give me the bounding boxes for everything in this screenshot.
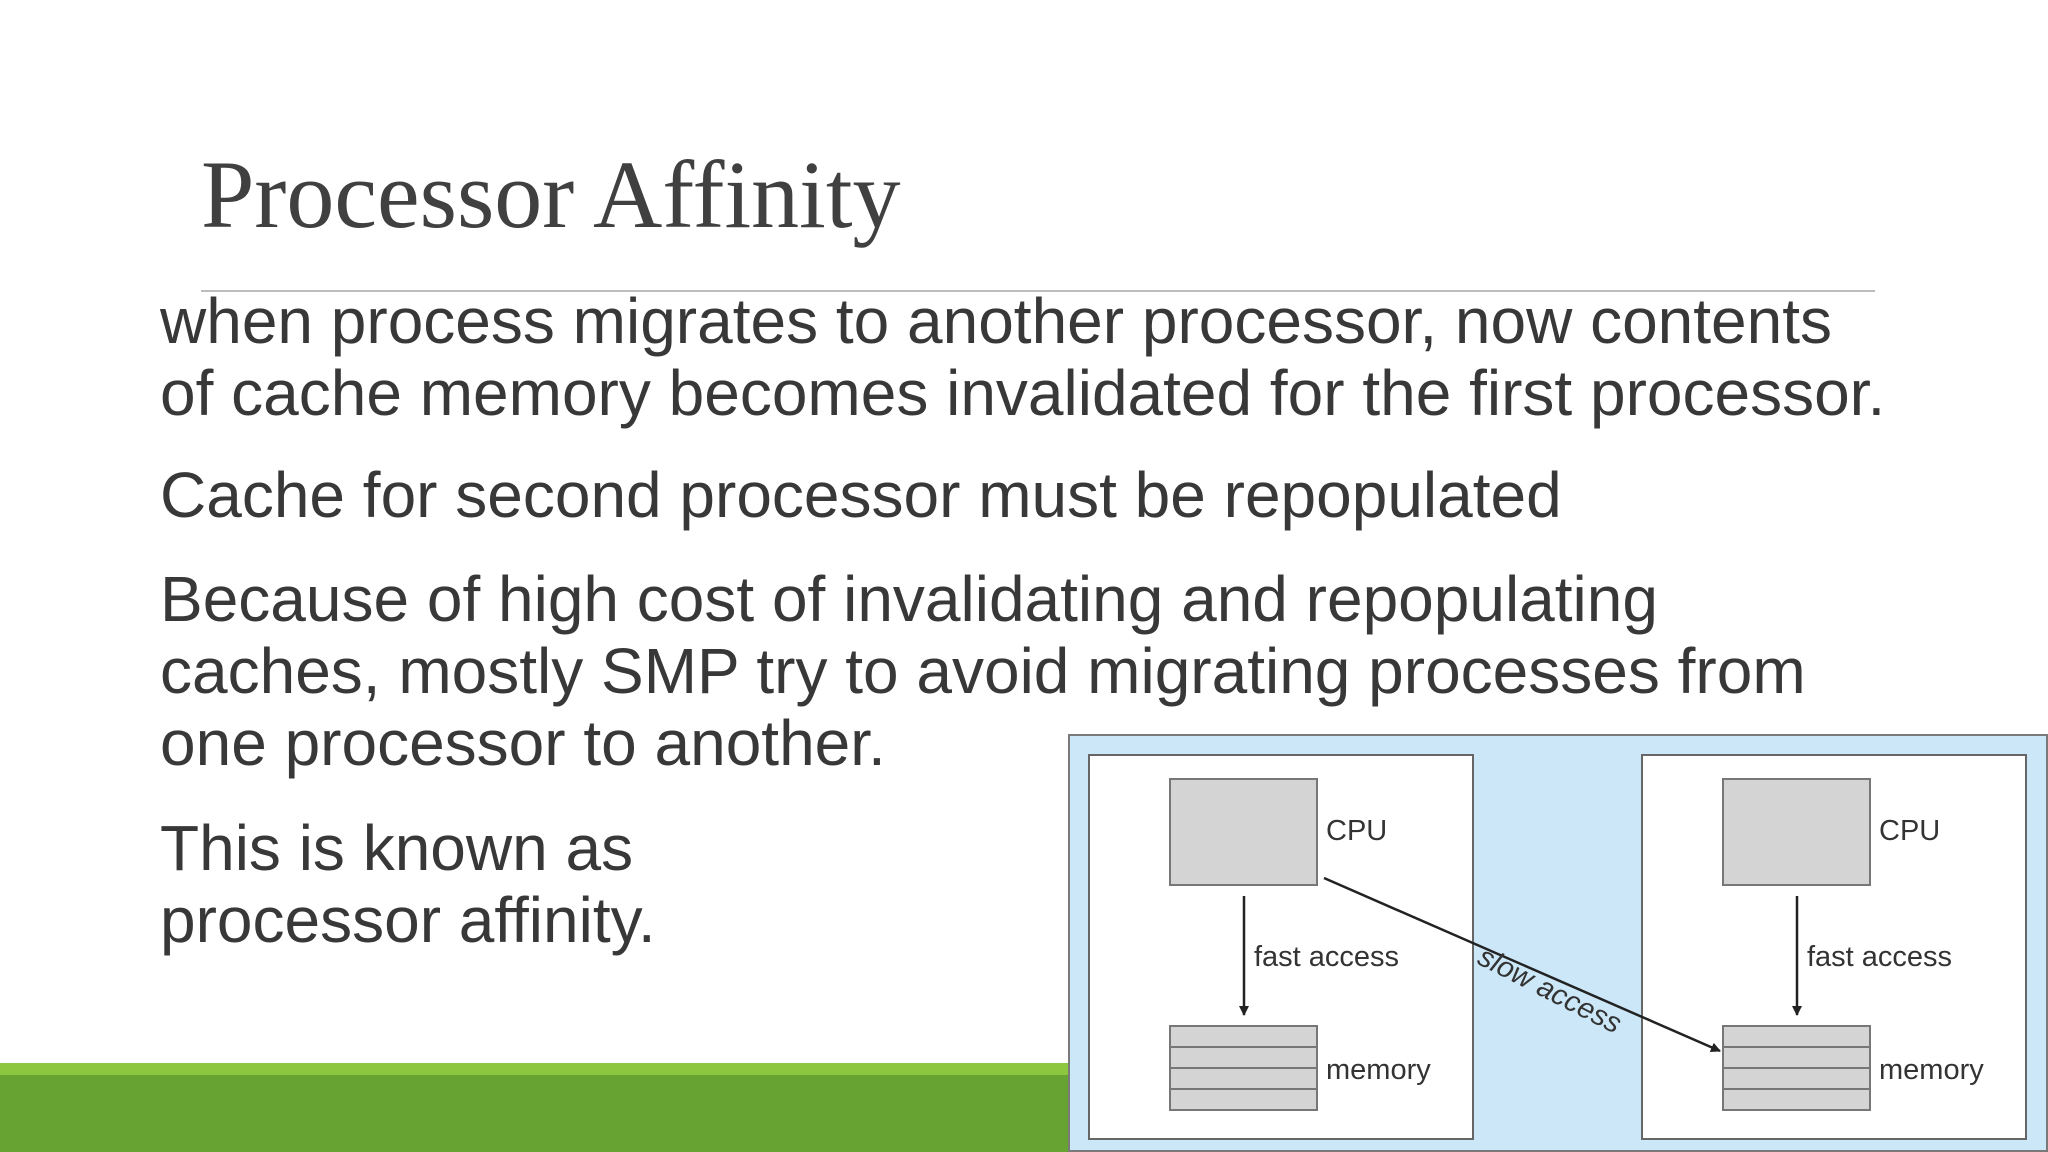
left-fast-access-label: fast access [1254, 941, 1400, 973]
right-memory-block [1722, 1025, 1871, 1111]
slide-title: Processor Affinity [201, 141, 901, 248]
left-cpu-label: CPU [1326, 815, 1388, 847]
body-paragraph-1: when process migrates to another process… [160, 285, 1886, 429]
body-paragraph-2: Cache for second processor must be repop… [160, 459, 1562, 531]
right-cpu-block [1722, 778, 1871, 886]
right-memory-label: memory [1879, 1054, 1984, 1086]
title-divider [201, 290, 1875, 292]
body-paragraph-4: This is known as processor affinity. [160, 812, 656, 956]
footer-accent-bar [0, 1075, 1072, 1152]
left-cpu-block [1169, 778, 1318, 886]
left-memory-block [1169, 1025, 1318, 1111]
slow-access-arrow [1323, 876, 1721, 1053]
right-cpu-label: CPU [1879, 815, 1941, 847]
footer-accent-bar-light [0, 1063, 1072, 1075]
body-paragraph-3: Because of high cost of invalidating and… [160, 563, 1806, 779]
left-memory-label: memory [1326, 1054, 1431, 1086]
right-fast-access-label: fast access [1807, 941, 1953, 973]
